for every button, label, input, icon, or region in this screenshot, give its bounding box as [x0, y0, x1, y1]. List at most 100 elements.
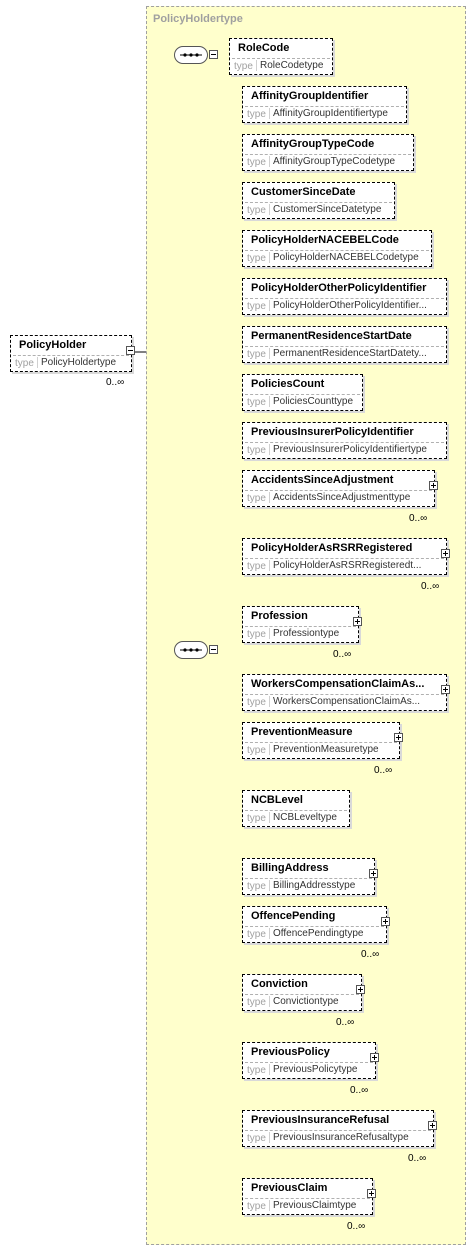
sequence-2-collapse-icon[interactable] — [209, 645, 218, 654]
type-value: PreventionMeasuretype — [269, 744, 379, 755]
element-name: NCBLevel — [251, 794, 303, 806]
root-element[interactable]: PolicyHolder type PolicyHoldertype — [10, 335, 132, 372]
type-keyword: type — [234, 61, 253, 72]
sequence-2-icon — [174, 641, 208, 659]
element-name: PolicyHolderOtherPolicyIdentifier — [251, 282, 427, 294]
element-cardinality: 0..∞ — [408, 1153, 427, 1164]
type-value: CustomerSinceDatetype — [269, 204, 381, 215]
expand-icon[interactable] — [441, 685, 450, 694]
expand-icon[interactable] — [381, 917, 390, 926]
type-keyword: type — [247, 253, 266, 264]
element-name: PreventionMeasure — [251, 726, 353, 738]
type-value: PreviousInsuranceRefusaltype — [269, 1132, 409, 1143]
element-name: PolicyHolderNACEBELCode — [251, 234, 399, 246]
element-name: RoleCode — [238, 42, 290, 54]
expand-icon[interactable] — [441, 549, 450, 558]
expand-icon[interactable] — [353, 617, 362, 626]
element-cardinality: 0..∞ — [409, 513, 428, 524]
element-name: CustomerSinceDate — [251, 186, 356, 198]
expand-icon[interactable] — [370, 1053, 379, 1062]
type-value: AffinityGroupTypeCodetype — [269, 156, 395, 167]
expand-icon[interactable] — [429, 481, 438, 490]
type-value: NCBLeveltype — [269, 812, 337, 823]
type-value: OffencePendingtype — [269, 928, 363, 939]
element-name: PreviousInsuranceRefusal — [251, 1114, 390, 1126]
element-name: PolicyHolderAsRSRRegistered — [251, 542, 413, 554]
type-value: BillingAddresstype — [269, 880, 355, 891]
element-name: PreviousClaim — [251, 1182, 328, 1194]
type-value: WorkersCompensationClaimAs... — [269, 696, 420, 707]
type-keyword: type — [247, 697, 266, 708]
element-cardinality: 0..∞ — [333, 649, 352, 660]
element-cardinality: 0..∞ — [361, 949, 380, 960]
element-name: AffinityGroupIdentifier — [251, 90, 369, 102]
element-name: Conviction — [251, 978, 308, 990]
type-keyword: type — [247, 929, 266, 940]
element-cardinality: 0..∞ — [347, 1221, 366, 1232]
type-keyword: type — [247, 493, 266, 504]
type-value: PreviousInsurerPolicyIdentifiertype — [269, 444, 427, 455]
type-value: Professiontype — [269, 628, 339, 639]
type-keyword: type — [247, 629, 266, 640]
element-name: PermanentResidenceStartDate — [251, 330, 412, 342]
expand-icon[interactable] — [367, 1189, 376, 1198]
expand-icon[interactable] — [394, 733, 403, 742]
type-value: PermanentResidenceStartDatety... — [269, 348, 427, 359]
type-keyword: type — [247, 561, 266, 572]
type-keyword: type — [247, 813, 266, 824]
element-name: BillingAddress — [251, 862, 329, 874]
expand-icon[interactable] — [356, 985, 365, 994]
type-value: PolicyHolderAsRSRRegisteredt... — [269, 560, 421, 571]
type-keyword: type — [247, 745, 266, 756]
type-keyword: type — [247, 109, 266, 120]
type-value: RoleCodetype — [256, 60, 323, 71]
element-cardinality: 0..∞ — [374, 765, 393, 776]
type-keyword: type — [247, 881, 266, 892]
type-keyword: type — [247, 349, 266, 360]
element-name: WorkersCompensationClaimAs... — [251, 678, 425, 690]
type-value: PreviousClaimtype — [269, 1200, 356, 1211]
type-value: AffinityGroupIdentifiertype — [269, 108, 388, 119]
expand-icon[interactable] — [428, 1121, 437, 1130]
expand-icon[interactable] — [369, 869, 378, 878]
sequence-1-collapse-icon[interactable] — [209, 50, 218, 59]
root-collapse-icon[interactable] — [126, 346, 135, 355]
